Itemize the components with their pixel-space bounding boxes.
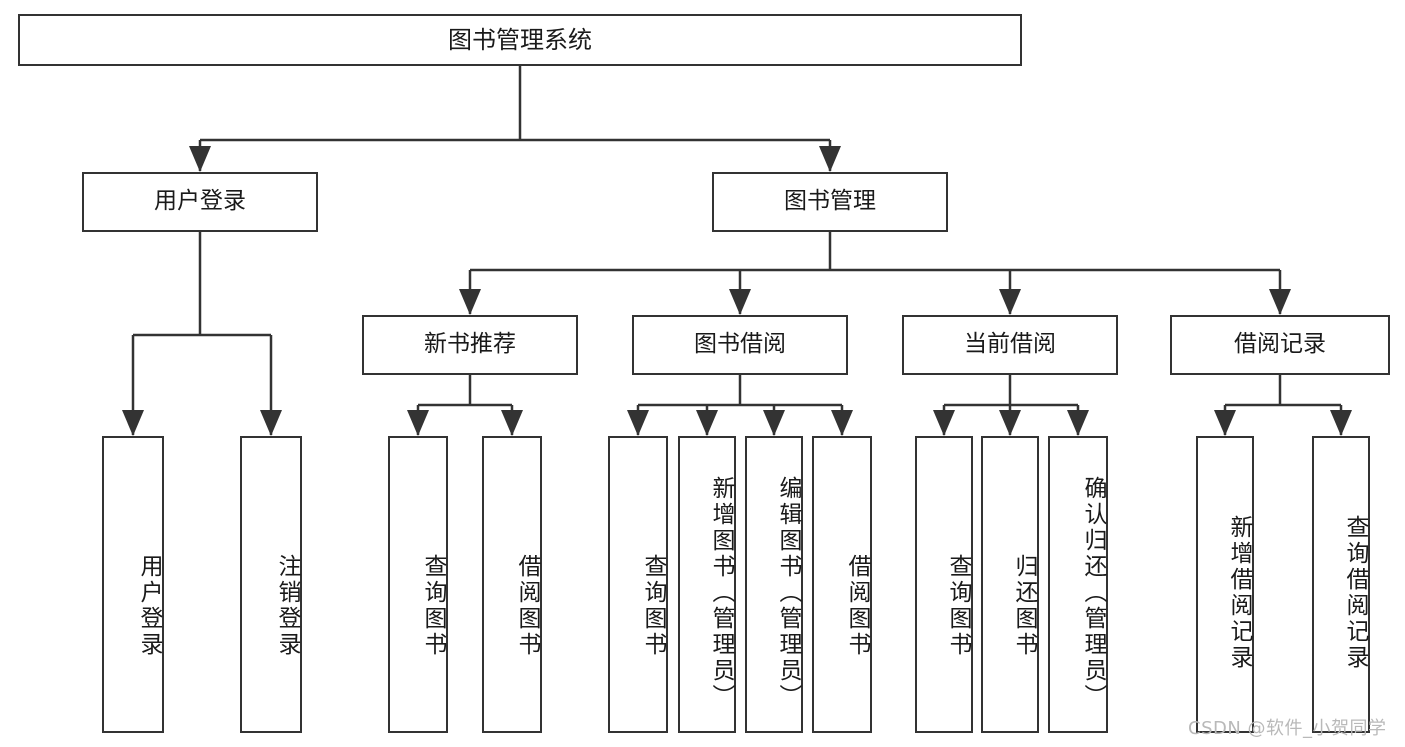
node-leaf-query-book-3: 查询图书 bbox=[915, 436, 973, 733]
arrow-icon-leaf-add-book bbox=[696, 410, 718, 436]
arrow-icon-book-borrow bbox=[729, 289, 751, 315]
node-leaf-borrow-book-1: 借阅图书 bbox=[482, 436, 542, 733]
arrow-icon-current-borrow bbox=[999, 289, 1021, 315]
node-leaf-query-book-1: 查询图书 bbox=[388, 436, 448, 733]
node-leaf-borrow-book-2: 借阅图书 bbox=[812, 436, 872, 733]
csdn-watermark: CSDN @软件_小贺同学 bbox=[1188, 718, 1387, 739]
node-leaf-add-book: 新增图书（管理员） bbox=[678, 436, 736, 733]
node-leaf-user-login: 用户登录 bbox=[102, 436, 164, 733]
arrow-icon-leaf-borrow-book-1 bbox=[501, 410, 523, 436]
node-leaf-confirm-return: 确认归还（管理员） bbox=[1048, 436, 1108, 733]
node-root: 图书管理系统 bbox=[18, 14, 1022, 66]
arrow-icon-leaf-confirm-return bbox=[1067, 410, 1089, 436]
node-leaf-query-record: 查询借阅记录 bbox=[1312, 436, 1370, 733]
arrow-icon-leaf-logout bbox=[260, 410, 282, 436]
arrow-icon-leaf-add-record bbox=[1214, 410, 1236, 436]
arrow-icon-leaf-borrow-book-2 bbox=[831, 410, 853, 436]
node-new-book-rec: 新书推荐 bbox=[362, 315, 578, 375]
node-leaf-return-book: 归还图书 bbox=[981, 436, 1039, 733]
node-borrow-record: 借阅记录 bbox=[1170, 315, 1390, 375]
arrow-icon-leaf-edit-book bbox=[763, 410, 785, 436]
arrow-icon-new-book-rec bbox=[459, 289, 481, 315]
node-user-login: 用户登录 bbox=[82, 172, 318, 232]
node-leaf-add-record: 新增借阅记录 bbox=[1196, 436, 1254, 733]
arrow-icon-leaf-query-book-3 bbox=[933, 410, 955, 436]
arrow-icon-borrow-record bbox=[1269, 289, 1291, 315]
arrow-icon-leaf-return-book bbox=[999, 410, 1021, 436]
node-leaf-logout: 注销登录 bbox=[240, 436, 302, 733]
node-current-borrow: 当前借阅 bbox=[902, 315, 1118, 375]
node-book-borrow: 图书借阅 bbox=[632, 315, 848, 375]
arrow-icon-user-login bbox=[189, 146, 211, 172]
node-leaf-edit-book: 编辑图书（管理员） bbox=[745, 436, 803, 733]
arrow-icon-book-manage bbox=[819, 146, 841, 172]
node-book-manage: 图书管理 bbox=[712, 172, 948, 232]
arrow-icon-leaf-user-login bbox=[122, 410, 144, 436]
arrow-icon-leaf-query-book-2 bbox=[627, 410, 649, 436]
node-leaf-query-book-2: 查询图书 bbox=[608, 436, 668, 733]
arrow-icon-leaf-query-book-1 bbox=[407, 410, 429, 436]
arrow-icon-leaf-query-record bbox=[1330, 410, 1352, 436]
